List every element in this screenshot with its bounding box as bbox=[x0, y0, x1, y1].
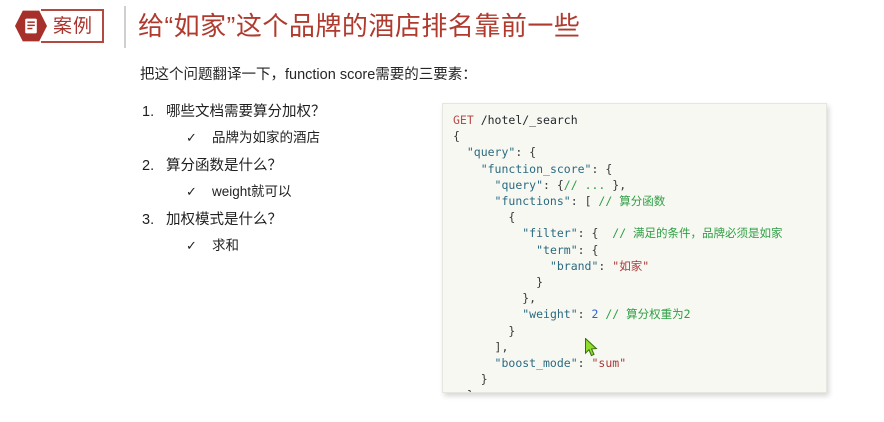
code-token-punct: }, bbox=[453, 291, 537, 306]
code-token-key: "function_score" bbox=[480, 161, 592, 176]
intro-text: 把这个问题翻译一下，function score需要的三要素： bbox=[140, 67, 477, 83]
list-number: 2. bbox=[142, 158, 155, 174]
question-text: 算分函数是什么？ bbox=[166, 158, 282, 174]
page-header: 案例 给“如家”这个品牌的酒店排名靠前一些 bbox=[0, 0, 884, 58]
answer-text: 品牌为如家的酒店 bbox=[212, 130, 320, 145]
code-token-com: // 满足的条件，品牌必须是如家 bbox=[612, 226, 783, 241]
code-token-punct: : bbox=[577, 307, 592, 322]
code-token-punct bbox=[453, 243, 536, 257]
case-badge: 案例 bbox=[14, 9, 105, 43]
answer-row: ✓ 品牌为如家的酒店 bbox=[186, 125, 432, 151]
code-token-punct: { bbox=[453, 129, 460, 144]
list-item: 1. 哪些文档需要算分加权？ ✓ 品牌为如家的酒店 bbox=[142, 99, 432, 151]
code-token-com: // ... bbox=[563, 177, 613, 192]
code-token-num: 2 bbox=[591, 307, 599, 322]
code-token-punct: : bbox=[598, 258, 613, 273]
question-row: 1. 哪些文档需要算分加权？ bbox=[142, 99, 432, 125]
code-token-key: "boost_mode" bbox=[494, 356, 578, 371]
code-token-punct: : { bbox=[577, 242, 599, 257]
code-token-punct: : { bbox=[577, 226, 613, 241]
code-token-key: "brand" bbox=[549, 258, 599, 273]
code-token-punct bbox=[453, 162, 481, 176]
code-token-path: /hotel/_search bbox=[473, 113, 578, 127]
code-token-punct: } bbox=[453, 388, 474, 392]
code-token-key: "filter" bbox=[522, 226, 578, 241]
answer-text: weight就可以 bbox=[212, 184, 292, 199]
code-token-punct bbox=[453, 259, 550, 273]
question-text: 加权模式是什么？ bbox=[166, 212, 282, 228]
checkmark-icon: ✓ bbox=[186, 184, 197, 199]
question-text: 哪些文档需要算分加权？ bbox=[166, 104, 326, 120]
code-token-key: "functions" bbox=[494, 194, 571, 209]
answer-row: ✓ weight就可以 bbox=[186, 179, 432, 205]
code-token-key: "query" bbox=[466, 145, 516, 160]
code-token-punct: : { bbox=[543, 177, 564, 192]
code-token-str: "如家" bbox=[612, 258, 650, 273]
code-token-method: GET bbox=[453, 113, 474, 127]
code-token-key: "query" bbox=[494, 177, 544, 192]
code-token-key: "weight" bbox=[522, 307, 578, 322]
code-token-punct: : { bbox=[591, 161, 613, 176]
code-token-punct: } bbox=[453, 323, 516, 338]
code-token-punct: : [ bbox=[570, 194, 599, 209]
list-item: 2. 算分函数是什么？ ✓ weight就可以 bbox=[142, 153, 432, 205]
code-token-punct bbox=[453, 356, 495, 370]
list-number: 3. bbox=[142, 212, 155, 228]
question-list: 1. 哪些文档需要算分加权？ ✓ 品牌为如家的酒店 2. 算分函数是什么？ ✓ … bbox=[142, 99, 432, 261]
code-token-key: "term" bbox=[536, 242, 578, 257]
code-block: GET /hotel/_search { "query": { "functio… bbox=[453, 112, 816, 392]
code-token-str: "sum" bbox=[591, 356, 627, 371]
code-token-punct: : { bbox=[515, 145, 537, 160]
document-list-icon bbox=[14, 9, 48, 43]
case-badge-box: 案例 bbox=[41, 9, 105, 43]
code-token-punct bbox=[453, 145, 467, 159]
page-title: 给“如家”这个品牌的酒店排名靠前一些 bbox=[138, 11, 581, 41]
code-token-punct bbox=[453, 178, 495, 192]
checkmark-icon: ✓ bbox=[186, 238, 197, 253]
code-token-punct: }, bbox=[612, 177, 627, 192]
code-token-punct: } bbox=[453, 275, 544, 290]
answer-row: ✓ 求和 bbox=[186, 233, 432, 259]
list-item: 3. 加权模式是什么？ ✓ 求和 bbox=[142, 207, 432, 259]
code-token-punct bbox=[453, 307, 522, 321]
code-token-punct bbox=[453, 194, 495, 208]
case-badge-label: 案例 bbox=[53, 15, 94, 37]
code-panel: GET /hotel/_search { "query": { "functio… bbox=[442, 103, 827, 393]
code-token-com: // 算分函数 bbox=[598, 194, 666, 209]
answer-text: 求和 bbox=[212, 238, 239, 253]
checkmark-icon: ✓ bbox=[186, 130, 197, 145]
code-token-punct bbox=[453, 226, 522, 240]
code-token-punct: { bbox=[453, 210, 516, 225]
question-row: 3. 加权模式是什么？ bbox=[142, 207, 432, 233]
header-divider bbox=[124, 6, 126, 48]
code-token-punct: : bbox=[577, 356, 592, 371]
list-number: 1. bbox=[142, 104, 155, 120]
question-row: 2. 算分函数是什么？ bbox=[142, 153, 432, 179]
code-token-com: // 算分权重为2 bbox=[605, 307, 691, 322]
code-token-punct: } bbox=[453, 372, 488, 387]
code-token-punct: ], bbox=[453, 339, 509, 354]
